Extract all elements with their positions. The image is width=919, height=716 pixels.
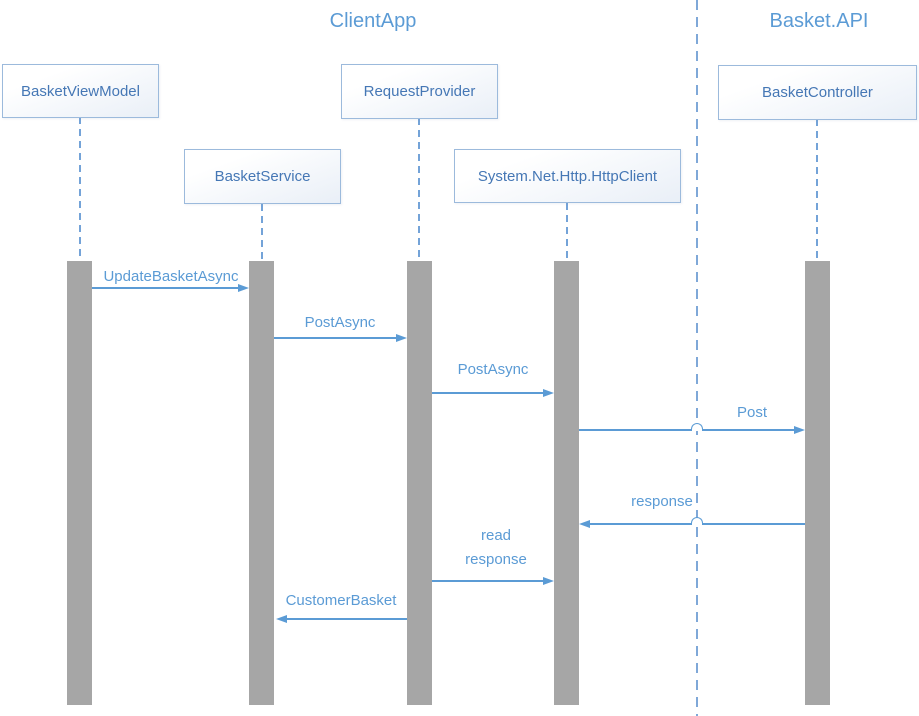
arrowhead-right-icon (238, 284, 249, 292)
arrowhead-right-icon (794, 426, 805, 434)
message-line (274, 337, 396, 339)
message-label-line: response (465, 551, 527, 568)
participant-label: BasketService (214, 168, 311, 185)
group-divider-line (696, 0, 698, 716)
activation-bar-basketviewmodel (67, 261, 92, 705)
message-label-post: Post (736, 404, 767, 421)
message-label-postasync-1: PostAsync (304, 314, 376, 331)
message-line (579, 429, 794, 431)
line-hop-arc (691, 517, 703, 525)
participant-box-httpclient: System.Net.Http.HttpClient (454, 149, 681, 203)
lifeline-httpclient (566, 203, 568, 261)
activation-bar-basketservice (249, 261, 274, 705)
message-label-postasync-2: PostAsync (457, 361, 529, 378)
message-line (432, 580, 543, 582)
participant-label: RequestProvider (363, 83, 476, 100)
activation-bar-basketcontroller (805, 261, 830, 705)
participant-label: BasketController (762, 84, 873, 101)
participant-box-basketviewmodel: BasketViewModel (2, 64, 159, 118)
message-label-updatebasketasync: UpdateBasketAsync (103, 268, 239, 285)
message-label-read-response: read response (433, 524, 559, 572)
message-label-customerbasket: CustomerBasket (285, 592, 397, 609)
message-line (432, 392, 543, 394)
message-line (287, 618, 407, 620)
message-label-line: read (480, 527, 512, 544)
line-hop-arc (691, 423, 703, 431)
group-title-basketapi: Basket.API (769, 10, 869, 32)
lifeline-basketcontroller (816, 119, 818, 261)
participant-box-basketservice: BasketService (184, 149, 341, 204)
participant-label: System.Net.Http.HttpClient (477, 167, 658, 185)
arrowhead-left-icon (276, 615, 287, 623)
participant-box-requestprovider: RequestProvider (341, 64, 498, 119)
arrowhead-right-icon (543, 577, 554, 585)
lifeline-basketservice (261, 204, 263, 261)
participant-box-basketcontroller: BasketController (718, 65, 917, 120)
activation-bar-httpclient (554, 261, 579, 705)
group-title-clientapp: ClientApp (329, 10, 417, 32)
arrowhead-right-icon (396, 334, 407, 342)
participant-label: BasketViewModel (21, 82, 140, 100)
lifeline-requestprovider (418, 118, 420, 261)
arrowhead-left-icon (579, 520, 590, 528)
lifeline-basketviewmodel (79, 117, 81, 261)
message-line (92, 287, 238, 289)
arrowhead-right-icon (543, 389, 554, 397)
activation-bar-requestprovider (407, 261, 432, 705)
message-label-response: response (631, 493, 693, 510)
